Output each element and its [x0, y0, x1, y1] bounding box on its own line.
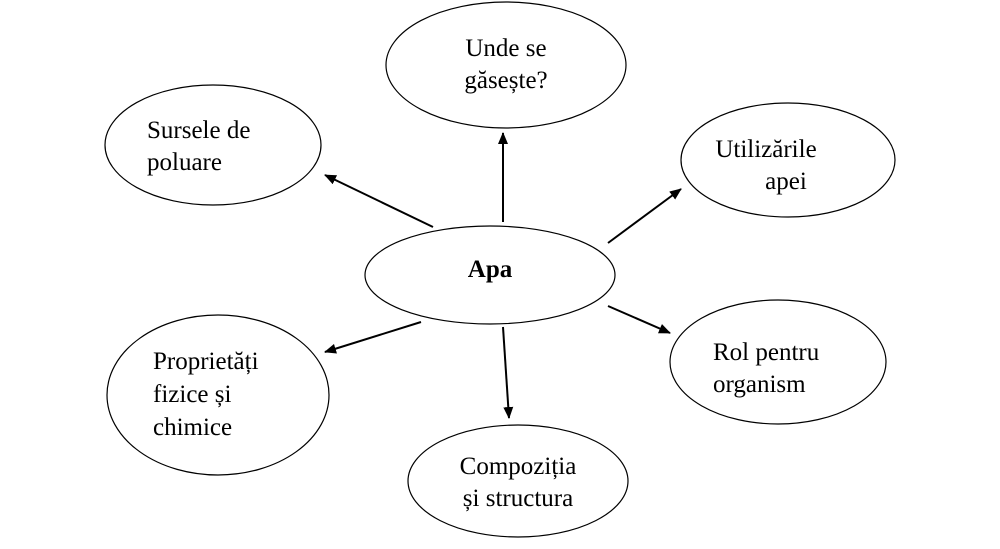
node-unde-line2: găsește? — [464, 67, 547, 94]
node-unde-line1: Unde se — [465, 35, 546, 62]
arrow-to-compozitia — [502, 326, 514, 419]
node-compozitia-line2: și structura — [463, 485, 573, 512]
arrow-to-proprietati — [324, 321, 422, 354]
node-surse-line1: Sursele de — [147, 117, 250, 144]
node-rol-pentru-organism: Rol pentru organism — [669, 299, 887, 425]
node-sursele-de-poluare: Sursele de poluare — [104, 84, 322, 206]
center-node-apa: Apa — [364, 225, 616, 325]
node-proprietati-fizice-si-chimice: Proprietăți fizice și chimice — [106, 314, 330, 476]
arrow-to-surse — [324, 174, 434, 228]
node-utilizarile-apei: Utilizările apei — [680, 102, 896, 218]
arrow-to-utilizari — [607, 188, 682, 244]
node-utilizari-line2: apei — [765, 168, 807, 195]
node-proprietati-line3: chimice — [153, 414, 232, 441]
node-compozitia-si-structura: Compoziția și structura — [407, 424, 629, 538]
node-surse-line2: poluare — [147, 149, 222, 176]
node-rol-line2: organism — [713, 371, 806, 398]
node-compozitia-line1: Compoziția — [460, 453, 577, 480]
node-rol-line1: Rol pentru — [713, 339, 820, 366]
node-unde-se-gaseste: Unde se găsește? — [385, 1, 627, 129]
node-proprietati-line1: Proprietăți — [153, 348, 259, 375]
center-node-label: Apa — [468, 256, 513, 283]
arrow-to-rol — [607, 305, 671, 334]
node-utilizari-line1: Utilizările — [715, 136, 816, 163]
node-proprietati-line2: fizice și — [153, 381, 231, 408]
